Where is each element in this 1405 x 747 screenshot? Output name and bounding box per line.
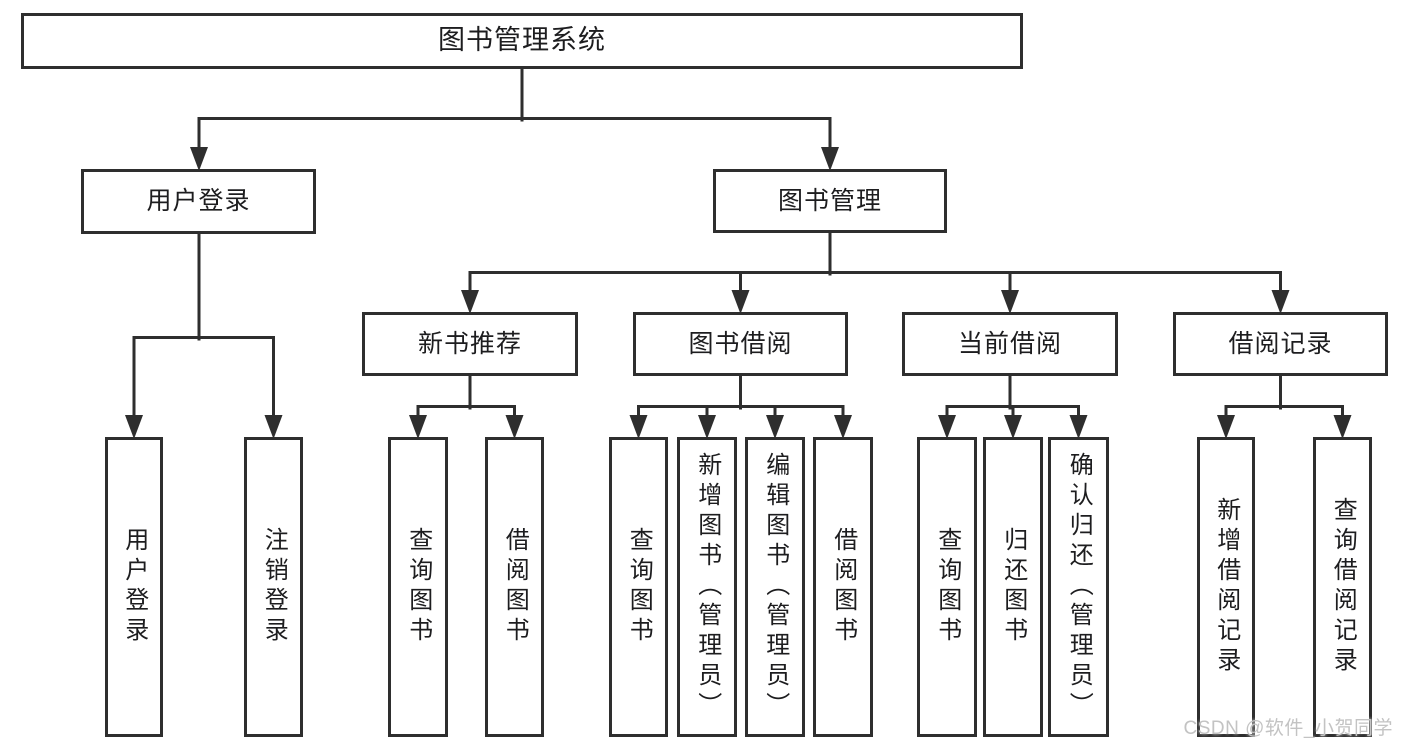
node-book-management: 图书管理 [713,169,947,233]
leaf-records-add: 新增借阅记录 [1197,437,1255,737]
connector-records-to-children [1217,372,1352,439]
connector-management-to-level3 [461,229,1290,314]
node-new-book-recommend: 新书推荐 [362,312,578,376]
node-user-login: 用户登录 [81,169,316,234]
leaf-newbook-query: 查询图书 [388,437,448,737]
leaf-logout: 注销登录 [244,437,303,737]
node-book-borrow: 图书借阅 [633,312,848,376]
connector-borrow-to-children [629,372,852,439]
leaf-borrow-edit: 编辑图书（管理员） [745,437,805,737]
leaf-borrow-query: 查询图书 [609,437,668,737]
leaf-records-query: 查询借阅记录 [1313,437,1372,737]
leaf-current-return: 归还图书 [983,437,1043,737]
node-root: 图书管理系统 [21,13,1023,69]
leaf-current-confirm: 确认归还（管理员） [1048,437,1109,737]
connector-login-to-children [125,229,283,439]
watermark: CSDN @软件_小贺同学 [1183,718,1393,739]
leaf-borrow-add: 新增图书（管理员） [677,437,737,737]
node-borrow-records: 借阅记录 [1173,312,1388,376]
connector-root-to-level2 [190,64,839,171]
node-current-borrow: 当前借阅 [902,312,1118,376]
connector-current-to-children [938,372,1088,439]
leaf-newbook-borrow: 借阅图书 [485,437,544,737]
leaf-user-login: 用户登录 [105,437,163,737]
leaf-borrow-borrow: 借阅图书 [813,437,873,737]
leaf-current-query: 查询图书 [917,437,977,737]
connector-newbook-to-children [409,372,524,439]
